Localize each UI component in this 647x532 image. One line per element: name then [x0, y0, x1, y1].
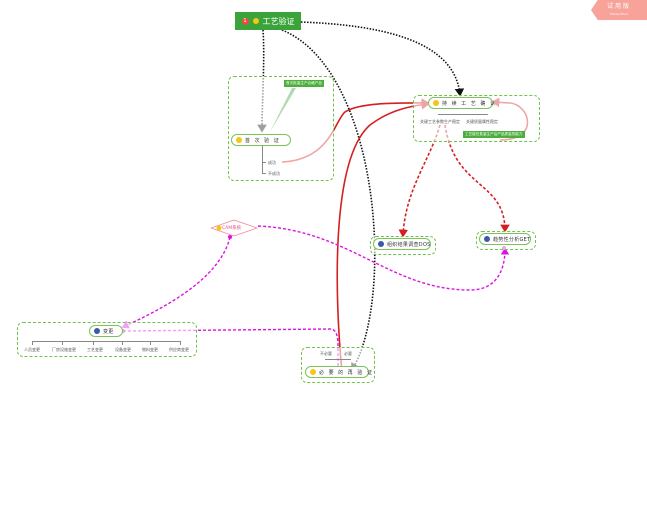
first-verification-callout: 首次批量生产合格产品	[284, 80, 324, 87]
topic-icon	[94, 328, 100, 334]
branch-line	[180, 341, 181, 345]
continuous-child-params: 关键工艺参数生产稳定	[420, 119, 460, 124]
continuous-confirmation-node[interactable]: 持 续 工 艺 确 认	[428, 97, 497, 109]
topic-icon	[433, 100, 439, 106]
topic-icon	[236, 137, 242, 143]
change-child-material: 物料变更	[142, 347, 158, 352]
root-badge: 1	[241, 17, 249, 25]
trial-badge: 试用版 Edraw Mind	[591, 0, 647, 20]
revalidation-child-unnecessary: 不必要	[320, 351, 332, 356]
branch-line	[32, 341, 33, 345]
trial-subtitle: Edraw Mind	[610, 12, 628, 16]
branch-line	[262, 146, 263, 173]
change-child-personnel: 人员变更	[24, 347, 40, 352]
branch-line	[262, 162, 266, 163]
connector-continuous-to-trend	[444, 124, 510, 233]
first-verification-label: 首 次 验 证	[245, 137, 281, 144]
connector-root-to-continuous	[300, 21, 465, 97]
root-label: 工艺验证	[262, 16, 295, 26]
investigate-node[interactable]: 组织结果调查DOS	[373, 238, 431, 250]
continuous-child-quality: 关键质量属性稳定	[466, 119, 498, 124]
connector-revalidation-to-continuous	[336, 99, 430, 373]
topic-icon	[310, 369, 316, 375]
branch-line	[62, 341, 63, 345]
branch-line	[262, 173, 266, 174]
branch-line	[150, 341, 151, 345]
trial-title: 试用版	[606, 3, 631, 10]
first-child-fail: 不成功	[268, 171, 280, 176]
branch-line	[438, 114, 488, 115]
magenta-dot	[228, 235, 232, 239]
revalidation-child-necessary: 必要	[344, 351, 352, 356]
connector-cam-to-trend	[257, 225, 510, 291]
revalidation-label: 必 要 的 再 验 证	[319, 369, 374, 376]
change-node[interactable]: 变更	[89, 325, 123, 337]
change-child-facility: 厂房设施变更	[52, 347, 76, 352]
branch-line	[325, 359, 351, 360]
investigate-label: 组织结果调查DOS	[387, 241, 431, 248]
change-label: 变更	[103, 328, 114, 335]
connector-cam-to-change	[121, 236, 231, 329]
first-verification-boundary	[228, 76, 334, 181]
flag-icon	[252, 18, 259, 24]
change-child-process: 工艺变更	[87, 347, 103, 352]
trend-label: 趋势性分析GET	[493, 236, 531, 243]
cam-diamond	[210, 219, 258, 237]
cam-label: CAM系统	[222, 226, 242, 231]
branch-line	[93, 341, 94, 345]
branch-line	[32, 341, 180, 342]
root-node[interactable]: 1 工艺验证	[235, 12, 301, 30]
topic-icon	[484, 236, 490, 242]
change-child-equipment: 设备变更	[115, 347, 131, 352]
change-child-supplier: 供应商变更	[169, 347, 189, 352]
first-child-success: 成功	[268, 160, 276, 165]
cam-node[interactable]: CAM系统	[210, 219, 258, 237]
first-verification-node[interactable]: 首 次 验 证	[231, 134, 291, 146]
topic-icon	[378, 241, 384, 247]
revalidation-node[interactable]: 必 要 的 再 验 证	[305, 366, 372, 378]
trend-node[interactable]: 趋势性分析GET	[479, 233, 531, 245]
continuous-confirmation-callout: 工艺能在批量生产后产品质量的能力	[463, 131, 525, 138]
branch-line	[122, 341, 123, 345]
continuous-confirmation-label: 持 续 工 艺 确 认	[442, 100, 497, 107]
